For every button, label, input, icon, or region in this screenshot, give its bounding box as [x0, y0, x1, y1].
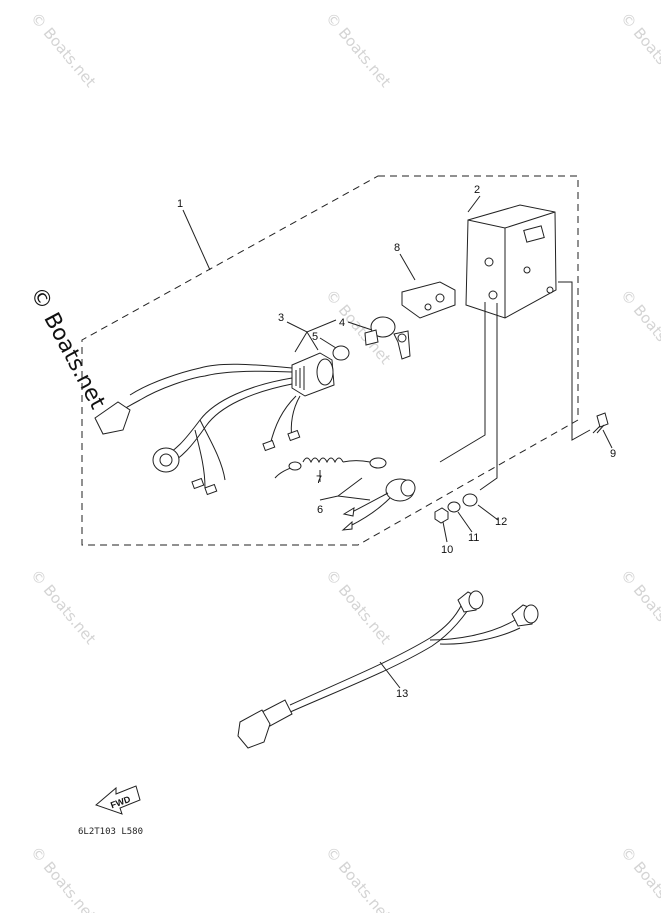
callout-leaders — [182, 195, 613, 689]
watermark: © Boats.net — [322, 843, 395, 913]
lanyard-coil — [274, 457, 387, 479]
watermark: © Boats.net — [617, 843, 661, 913]
callout-3: 3 — [278, 312, 284, 324]
callout-13: 13 — [396, 688, 408, 700]
leader-line — [558, 281, 591, 441]
callout-2: 2 — [474, 184, 480, 196]
callout-11: 11 — [468, 532, 479, 544]
stop-switch — [341, 478, 416, 531]
watermark: © Boats.net — [27, 9, 100, 91]
watermark-bold: © Boats.net — [25, 283, 110, 414]
watermark: © Boats.net — [322, 566, 395, 648]
watermark: © Boats.net — [617, 566, 661, 648]
leader-line — [479, 303, 498, 491]
callout-5: 5 — [312, 331, 318, 343]
harness-switch-body — [291, 352, 335, 397]
assembly-outline — [81, 175, 579, 546]
callout-6: 6 — [317, 504, 323, 516]
callout-10: 10 — [441, 544, 453, 556]
watermark-layer: © Boats.net © Boats.net © Boats.net © Bo… — [27, 9, 661, 913]
watermark: © Boats.net — [617, 286, 661, 368]
washer — [447, 501, 461, 513]
diagram-code: 6L2T103 L580 — [78, 827, 143, 837]
watermark: © Boats.net — [27, 843, 100, 913]
leader-line — [439, 302, 486, 463]
bracket — [465, 204, 557, 319]
nut — [332, 345, 350, 361]
watermark: © Boats.net — [617, 9, 661, 91]
callout-12: 12 — [495, 516, 507, 528]
callout-7: 7 — [316, 474, 322, 486]
washer — [462, 493, 478, 507]
extension-cable — [237, 590, 539, 749]
callout-1: 1 — [177, 198, 183, 210]
callout-4: 4 — [339, 317, 345, 329]
switch-plate — [401, 281, 456, 319]
bolt — [592, 412, 609, 434]
watermark: © Boats.net — [27, 566, 100, 648]
wire-harness — [94, 363, 301, 496]
callout-numbers: 1 2 3 4 5 6 7 8 9 10 11 12 13 — [177, 184, 616, 700]
watermark: © Boats.net — [322, 9, 395, 91]
fwd-arrow: FWD — [95, 785, 141, 815]
hex-nut — [434, 507, 449, 524]
main-switch — [364, 316, 411, 360]
callout-8: 8 — [394, 242, 400, 254]
callout-9: 9 — [610, 448, 616, 460]
